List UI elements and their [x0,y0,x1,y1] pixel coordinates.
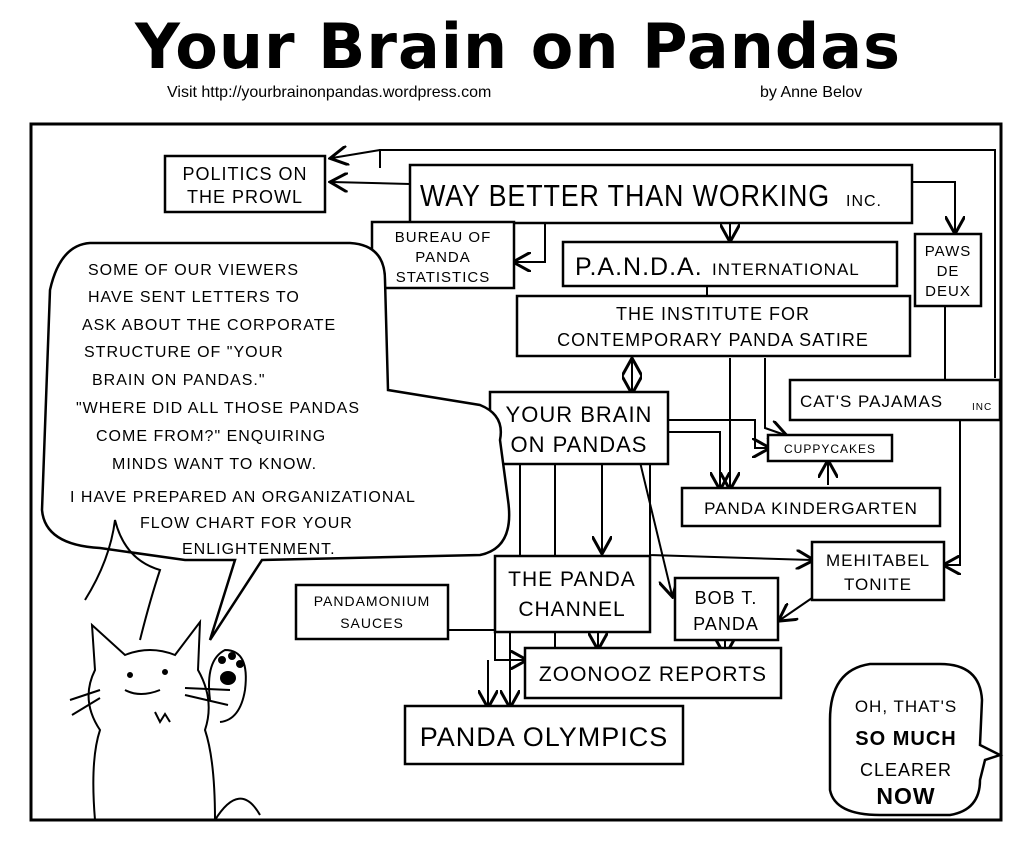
box-politics-on-the-prowl: POLITICS ON THE PROWL [163,154,327,214]
svg-text:I HAVE PREPARED AN ORGANIZATIO: I HAVE PREPARED AN ORGANIZATIONAL [70,489,416,506]
box-cuppycakes: CUPPYCAKES [766,433,894,463]
svg-text:DEUX: DEUX [925,283,971,300]
svg-text:CHANNEL: CHANNEL [518,598,625,621]
svg-text:PANDAMONIUM: PANDAMONIUM [314,593,431,609]
box-your-brain-on-pandas: YOUR BRAIN ON PANDAS [488,390,670,466]
svg-text:HAVE SENT LETTERS TO: HAVE SENT LETTERS TO [88,289,300,306]
svg-text:PANDA: PANDA [693,614,759,634]
svg-text:MEHITABEL: MEHITABEL [826,551,930,570]
svg-text:SOME OF OUR VIEWERS: SOME OF OUR VIEWERS [88,262,299,279]
svg-text:THE PROWL: THE PROWL [187,187,303,207]
svg-text:CUPPYCAKES: CUPPYCAKES [784,442,876,456]
svg-text:NOW: NOW [876,783,935,809]
svg-text:ENLIGHTENMENT.: ENLIGHTENMENT. [182,541,336,558]
box-panda-olympics: PANDA OLYMPICS [403,704,685,766]
svg-text:BOB T.: BOB T. [695,588,758,608]
box-zoonooz-reports: ZOONOOZ REPORTS [523,646,783,700]
svg-text:BRAIN ON PANDAS.": BRAIN ON PANDAS." [92,372,266,389]
svg-text:PANDA OLYMPICS: PANDA OLYMPICS [420,722,669,752]
svg-text:THE PANDA: THE PANDA [508,568,636,591]
svg-text:INC: INC [972,402,992,413]
cat-character-icon [69,519,261,821]
box-mehitabel-tonite: MEHITABEL TONITE [810,540,946,602]
svg-text:CLEARER: CLEARER [860,760,952,780]
svg-text:PAWS: PAWS [925,243,972,260]
svg-text:CAT'S PAJAMAS: CAT'S PAJAMAS [800,392,943,411]
svg-text:STRUCTURE OF "YOUR: STRUCTURE OF "YOUR [84,344,284,361]
box-way-better-than-working: WAY BETTER THAN WORKING INC. [408,163,914,225]
svg-text:ASK ABOUT THE CORPORATE: ASK ABOUT THE CORPORATE [82,317,336,334]
box-bob-t-panda: BOB T. PANDA [673,576,780,642]
svg-text:CONTEMPORARY PANDA SATIRE: CONTEMPORARY PANDA SATIRE [557,330,869,350]
svg-text:BUREAU OF: BUREAU OF [395,229,492,246]
svg-text:FLOW CHART FOR YOUR: FLOW CHART FOR YOUR [140,515,353,532]
svg-text:THE INSTITUTE FOR: THE INSTITUTE FOR [616,304,810,324]
svg-text:TONITE: TONITE [844,575,912,594]
svg-text:YOUR BRAIN: YOUR BRAIN [506,402,653,427]
svg-text:DE: DE [937,263,960,280]
svg-text:WAY BETTER THAN WORKING: WAY BETTER THAN WORKING [420,178,830,213]
svg-text:OH, THAT'S: OH, THAT'S [855,697,957,716]
speech-bubble: SOME OF OUR VIEWERS HAVE SENT LETTERS TO… [40,241,511,641]
svg-text:SO MUCH: SO MUCH [855,728,956,750]
svg-text:MINDS WANT TO KNOW.: MINDS WANT TO KNOW. [112,456,317,473]
svg-text:POLITICS ON: POLITICS ON [182,164,307,184]
svg-text:SAUCES: SAUCES [340,615,404,631]
svg-text:PANDA KINDERGARTEN: PANDA KINDERGARTEN [704,499,918,518]
byline: by Anne Belov [760,84,863,101]
svg-text:INC.: INC. [846,193,882,210]
svg-text:ZOONOOZ REPORTS: ZOONOOZ REPORTS [539,663,767,686]
comic-title: Your Brain on Pandas [135,10,901,83]
svg-text:P.A.N.D.A.: P.A.N.D.A. [575,253,703,281]
box-panda-kindergarten: PANDA KINDERGARTEN [680,486,942,528]
reply-bubble: OH, THAT'S SO MUCH CLEARER NOW [828,662,1004,817]
svg-text:COME FROM?" ENQUIRING: COME FROM?" ENQUIRING [96,428,326,445]
site-url[interactable]: Visit http://yourbrainonpandas.wordpress… [167,84,492,101]
svg-text:INTERNATIONAL: INTERNATIONAL [712,260,860,279]
svg-text:STATISTICS: STATISTICS [396,269,490,286]
svg-text:"WHERE DID ALL THOSE PANDAS: "WHERE DID ALL THOSE PANDAS [76,400,360,417]
box-cats-pajamas: CAT'S PAJAMAS INC [788,378,1002,422]
svg-text:ON PANDAS: ON PANDAS [511,432,648,457]
box-the-panda-channel: THE PANDA CHANNEL [493,554,652,634]
box-institute-contemporary-panda-satire: THE INSTITUTE FOR CONTEMPORARY PANDA SAT… [515,294,912,358]
box-panda-international: P.A.N.D.A. INTERNATIONAL [561,240,899,288]
box-paws-de-deux: PAWS DE DEUX [913,232,983,308]
box-bureau-of-panda-statistics: BUREAU OF PANDA STATISTICS [370,220,516,290]
svg-text:PANDA: PANDA [415,249,471,266]
box-pandamonium-sauces: PANDAMONIUM SAUCES [294,583,450,641]
